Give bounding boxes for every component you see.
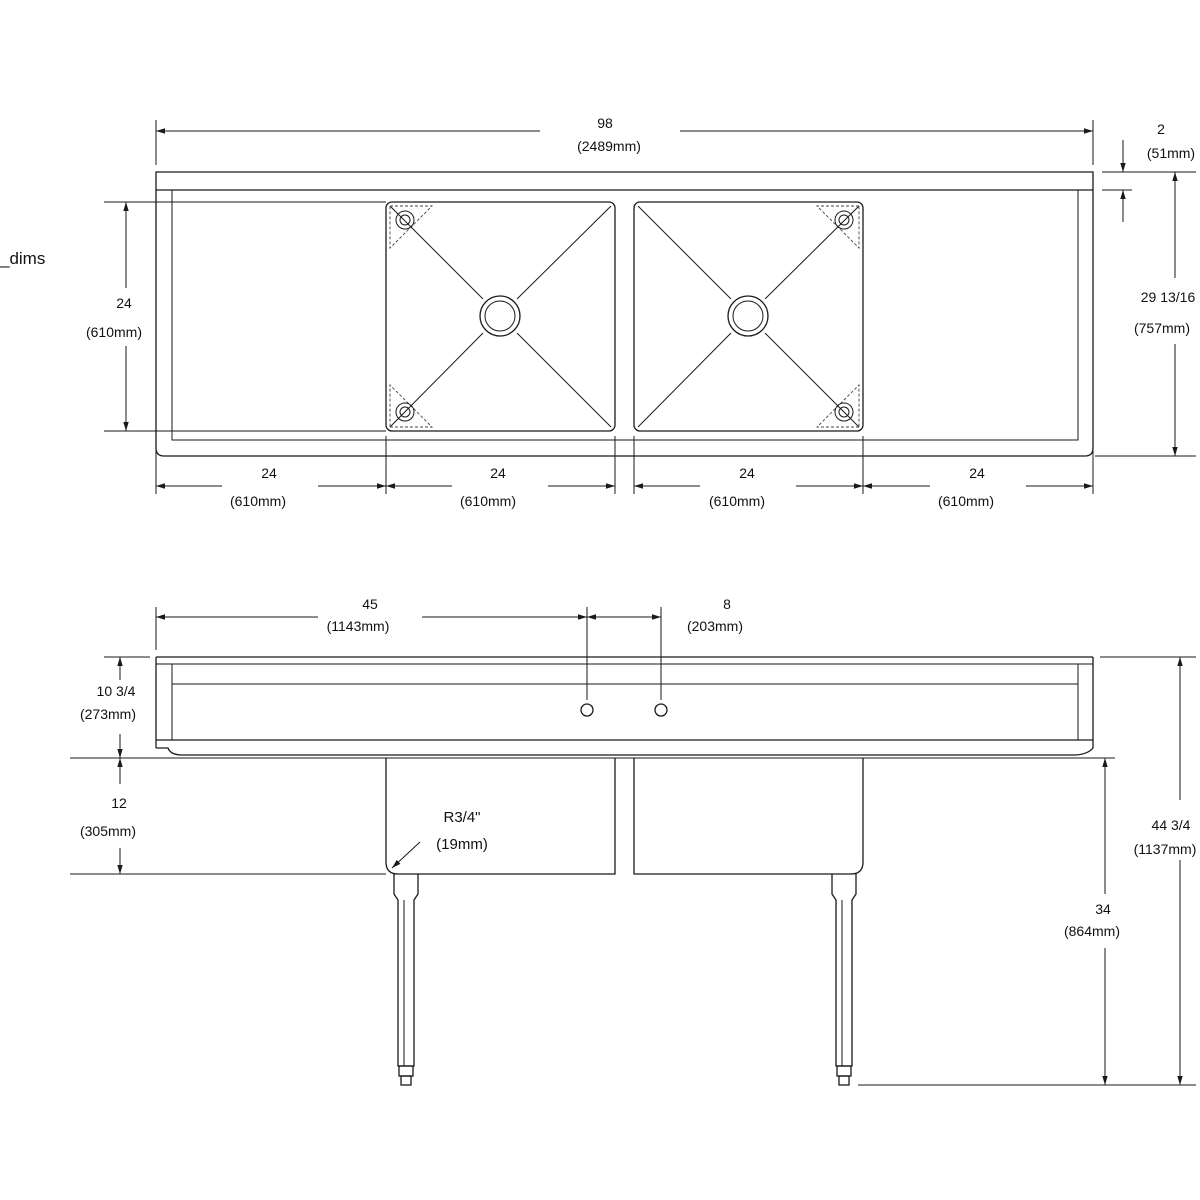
dim-bowl-depth-metric: (610mm) xyxy=(86,324,142,340)
dim-segment-1-metric: (610mm) xyxy=(230,493,286,509)
dim-segment-3-metric: (610mm) xyxy=(709,493,765,509)
dim-overall-width-metric: (2489mm) xyxy=(577,138,641,154)
top-view: 98 (2489mm) 2 (51mm) 24 (610mm) 29 13/1 xyxy=(86,115,1196,509)
dim-splash-height-metric: (273mm) xyxy=(80,706,136,722)
dim-work-height-value: 34 xyxy=(1095,901,1111,917)
dim-segment-2-value: 24 xyxy=(490,465,506,481)
dim-overall-width: 98 (2489mm) xyxy=(155,115,1094,165)
bowl-left-front xyxy=(385,758,616,875)
dim-overall-depth-value: 29 13/16 xyxy=(1141,289,1196,305)
dim-faucet-offset: 45 (1143mm) xyxy=(155,596,662,700)
dim-overall-width-value: 98 xyxy=(597,115,613,131)
dim-bowl-height: 12 (305mm) xyxy=(70,758,386,875)
radius-metric: (19mm) xyxy=(436,836,488,853)
dim-bowl-height-value: 12 xyxy=(111,795,127,811)
front-view: 45 (1143mm) 8 (203mm) 10 3/4 (273mm) 12 … xyxy=(70,596,1197,1086)
dim-bowl-height-metric: (305mm) xyxy=(80,823,136,839)
dim-faucet-spacing-metric: (203mm) xyxy=(687,618,743,634)
dim-work-height-metric: (864mm) xyxy=(1064,923,1120,939)
sink-bowl-right xyxy=(633,201,864,432)
dim-bowl-depth: 24 (610mm) xyxy=(86,201,386,432)
dim-faucet-offset-value: 45 xyxy=(362,596,378,612)
dim-faucet-offset-metric: (1143mm) xyxy=(327,618,390,634)
dim-segment-2-metric: (610mm) xyxy=(460,493,516,509)
rolled-front-edge xyxy=(156,747,1094,756)
sink-bowl-left xyxy=(385,201,616,432)
leg-left xyxy=(393,874,419,1086)
drainboard-rim xyxy=(171,190,1079,441)
dim-splash-height-value: 10 3/4 xyxy=(97,683,136,699)
faucet-hole-icon xyxy=(580,703,594,717)
dim-segment-4-metric: (610mm) xyxy=(938,493,994,509)
dim-backsplash-metric: (51mm) xyxy=(1147,145,1195,161)
radius-callout: R3/4" (19mm) xyxy=(391,809,488,869)
dim-backsplash-value: 2 xyxy=(1157,121,1165,137)
dim-segment-1-value: 24 xyxy=(261,465,277,481)
side-label: _dims xyxy=(0,249,45,268)
dim-faucet-spacing-value: 8 xyxy=(723,596,731,612)
dim-overall-depth-metric: (757mm) xyxy=(1134,320,1190,336)
dim-overall-height-metric: (1137mm) xyxy=(1134,841,1197,857)
dim-segment-4-value: 24 xyxy=(969,465,985,481)
dim-segment-3-value: 24 xyxy=(739,465,755,481)
dim-overall-height-value: 44 3/4 xyxy=(1152,817,1191,833)
drain-icon xyxy=(727,295,769,337)
dim-splash-height: 10 3/4 (273mm) xyxy=(70,656,386,759)
dim-work-height: 34 (864mm) xyxy=(858,757,1196,1086)
bowl-right-front xyxy=(633,758,864,875)
drain-icon xyxy=(479,295,521,337)
dim-faucet-spacing: 8 (203mm) xyxy=(587,596,743,634)
radius-value: R3/4" xyxy=(443,809,480,826)
leg-right xyxy=(831,874,857,1086)
dim-overall-height: 44 3/4 (1137mm) xyxy=(1100,656,1197,1085)
table-top-outline xyxy=(155,171,1094,457)
dim-bowl-depth-value: 24 xyxy=(116,295,132,311)
dim-overall-depth: 29 13/16 (757mm) xyxy=(1095,172,1196,457)
dim-backsplash: 2 (51mm) xyxy=(1102,121,1196,222)
dim-segments: 24 (610mm) 24 (610mm) 24 (610mm) 24 (610… xyxy=(155,436,1094,509)
faucet-hole-icon xyxy=(654,703,668,717)
